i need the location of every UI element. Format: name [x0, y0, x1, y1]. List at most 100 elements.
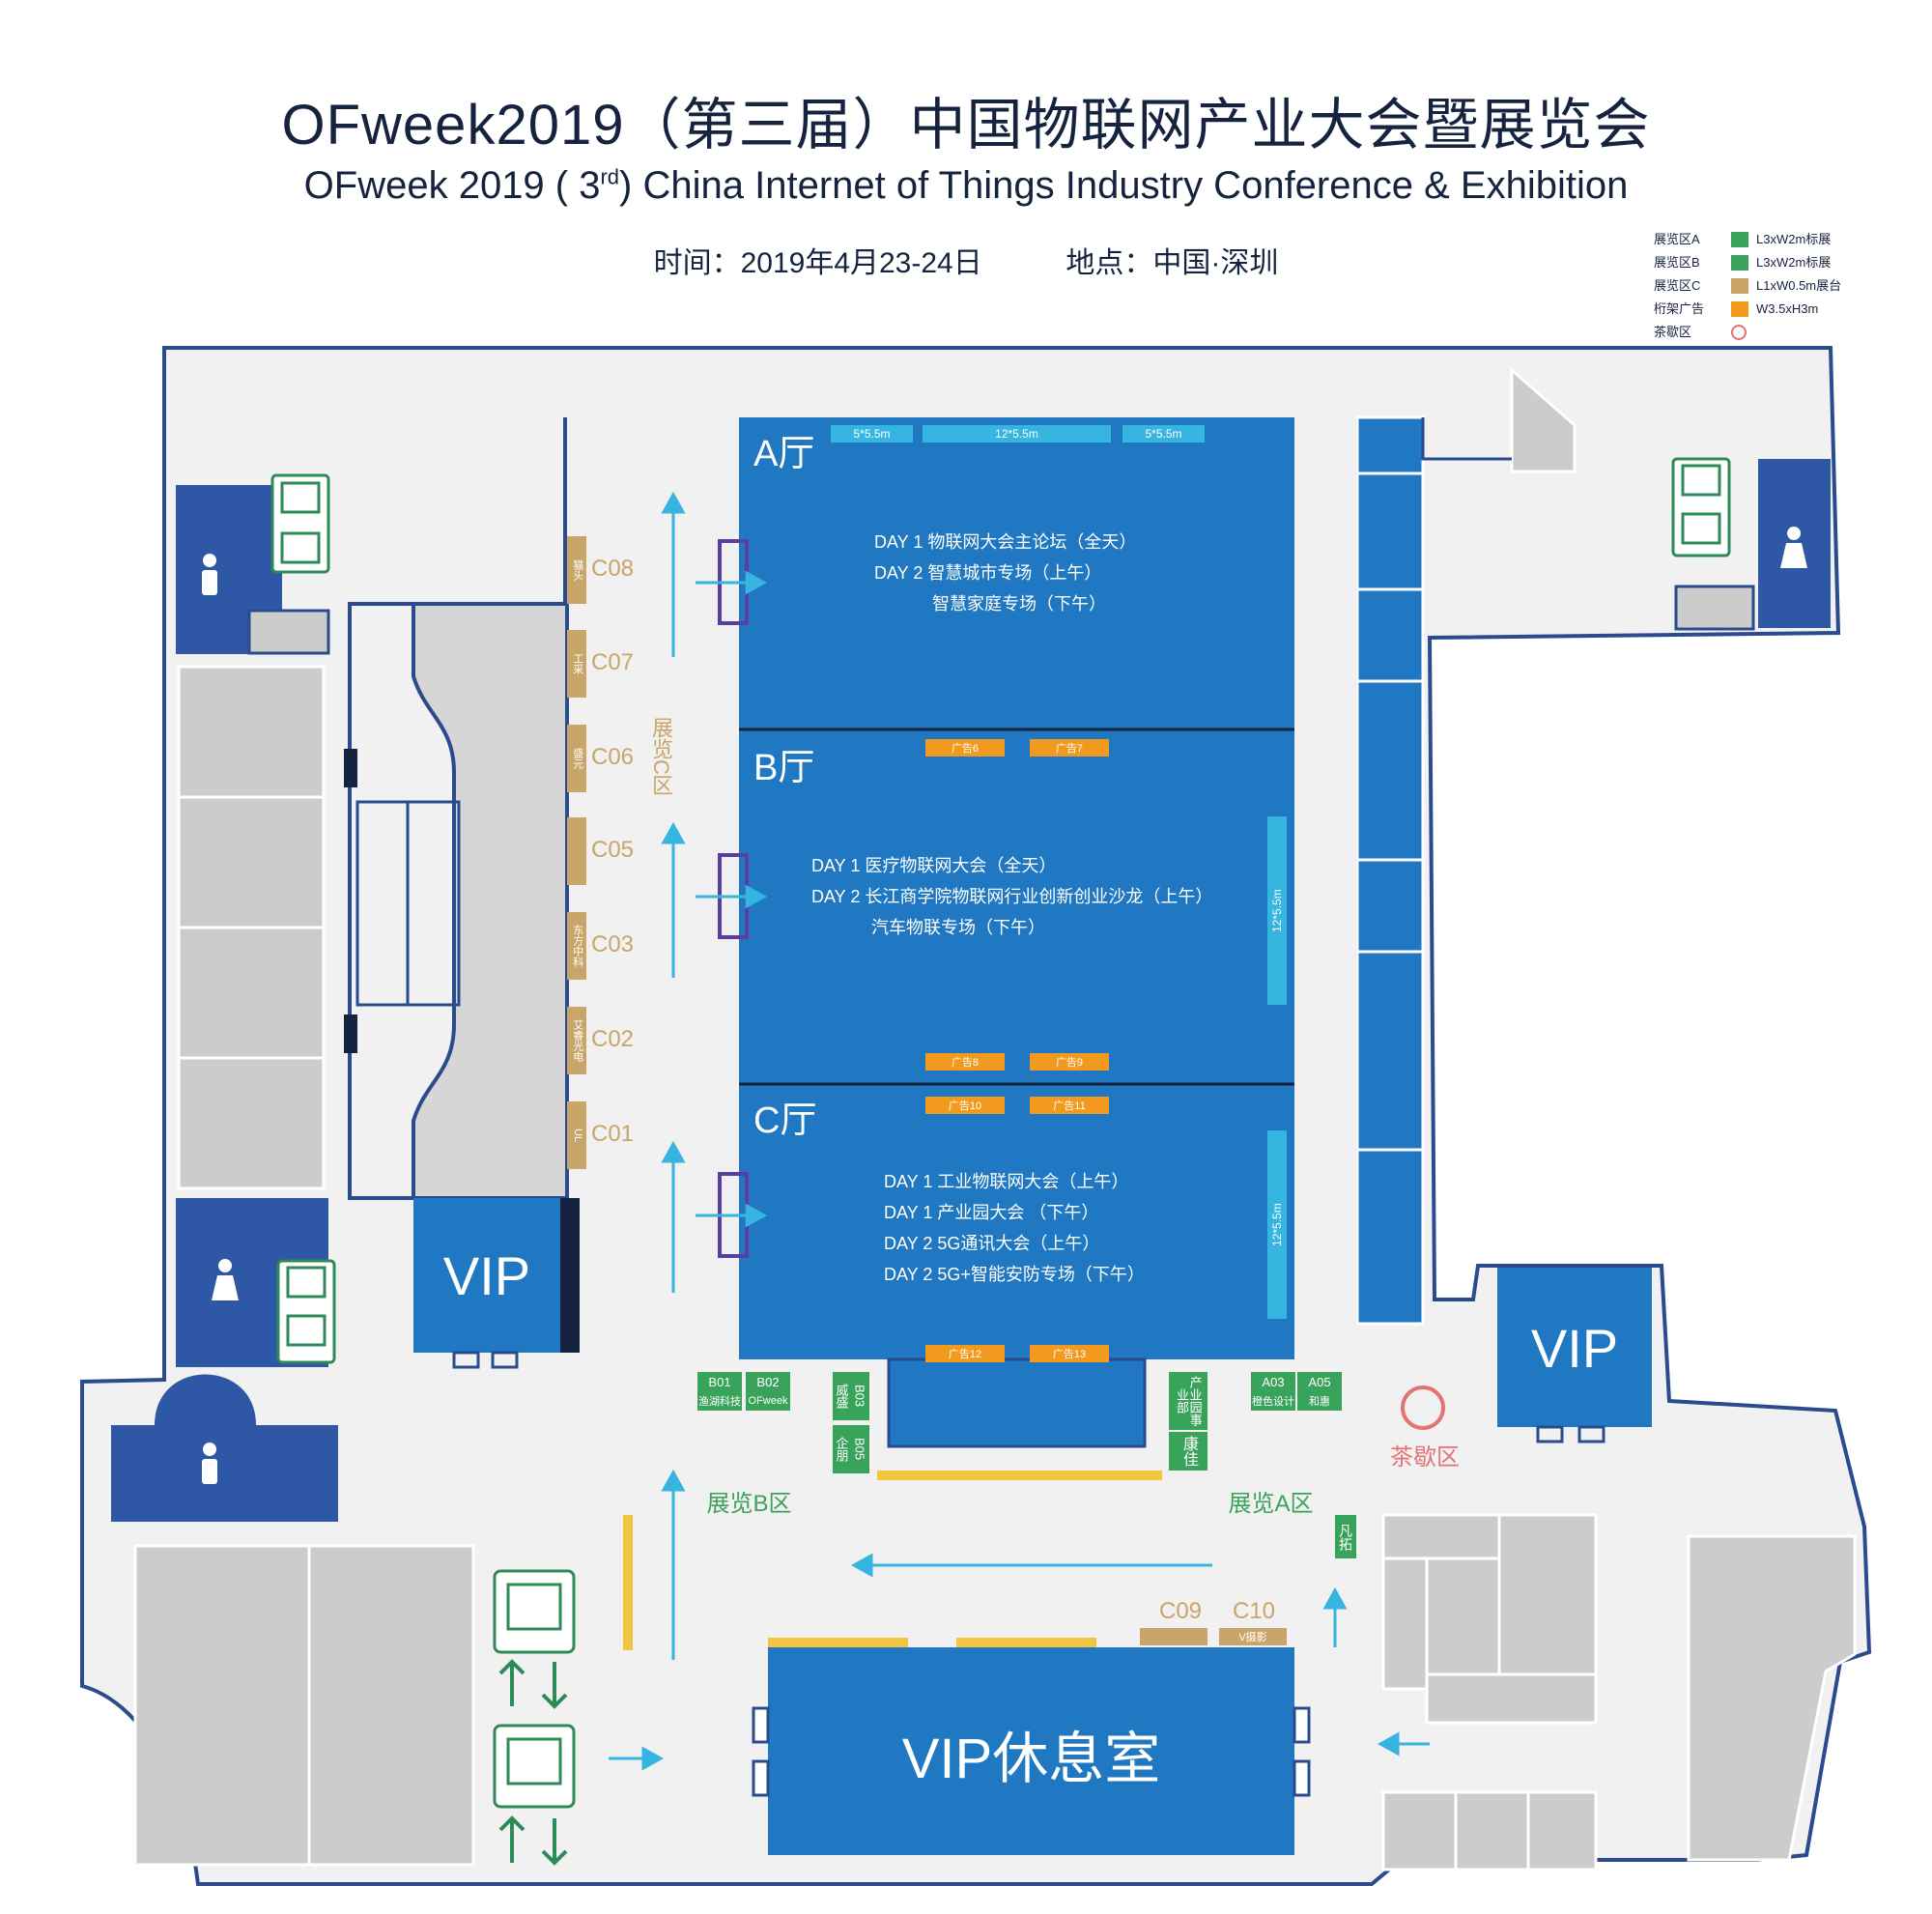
booth-name: 工采 — [567, 630, 586, 698]
booth-id: A05 — [1297, 1372, 1342, 1391]
ad-banner: 广告8 — [925, 1053, 1005, 1071]
booth-name: 盛元 — [567, 725, 586, 792]
booth-name — [567, 817, 586, 885]
booth-name: 渔湖科技 — [697, 1391, 742, 1411]
ad-banner: 广告6 — [925, 739, 1005, 757]
booth-name: 和惠 — [1297, 1391, 1342, 1411]
hall-name: C厅 — [753, 1100, 817, 1141]
right-blue-rooms — [1355, 415, 1425, 1326]
legend-label: 展览区B — [1654, 255, 1700, 270]
subtitle-pre: OFweek 2019 ( 3 — [303, 164, 601, 207]
booth-id: B02 — [746, 1372, 790, 1391]
page-subtitle: OFweek 2019 ( 3rd) China Internet of Thi… — [0, 164, 1932, 208]
legend-swatch — [1731, 232, 1748, 247]
legend-label: 桁架广告 — [1654, 301, 1705, 316]
legend-desc: L3xW2m标展 — [1756, 232, 1832, 246]
booth-name: 产业园事业部 — [1169, 1372, 1208, 1430]
legend-desc: L1xW0.5m展台 — [1756, 278, 1842, 293]
booth-name: 康佳 — [1169, 1432, 1208, 1471]
hall-block — [739, 417, 1357, 1448]
stair-block — [344, 602, 569, 1200]
booth-name: 橙色设计 — [1251, 1391, 1295, 1411]
vip-lounge-label: VIP休息室 — [901, 1728, 1161, 1790]
person-icon — [202, 527, 1807, 1484]
session-text: DAY 1 医疗物联网大会（全天） — [811, 856, 1057, 875]
vip-room — [413, 1198, 1652, 1443]
booth-name: UL — [567, 1101, 586, 1169]
event-info: 时间：2019年4月23-24日 地点：中国·深圳 — [0, 239, 1932, 281]
booth-name — [1140, 1628, 1208, 1645]
vip-room-label: VIP — [1530, 1317, 1619, 1379]
vip-room-label: VIP — [442, 1244, 531, 1306]
session-text: DAY 1 工业物联网大会（上午） — [884, 1172, 1129, 1191]
ad-banner: 广告12 — [925, 1345, 1005, 1362]
booth-name: 东方中科 — [567, 912, 586, 980]
session-text: 汽车物联专场（下午） — [871, 918, 1045, 937]
screen-label: 5*5.5m — [853, 427, 891, 441]
legend-swatch — [1731, 301, 1748, 317]
ad-banner: 广告10 — [925, 1097, 1005, 1114]
ad-banner: 广告13 — [1030, 1345, 1109, 1362]
session-text: DAY 2 智慧城市专场（上午） — [874, 563, 1102, 583]
legend-label: 茶歇区 — [1654, 325, 1692, 339]
booth-name: 猫头 — [567, 536, 586, 604]
legend-desc: W3.5xH3m — [1756, 301, 1819, 316]
map-legend: 展览区A L3xW2m标展 展览区B L3xW2m标展 展览区C L1xW0.5m展台… — [1654, 229, 1876, 345]
right-wall — [1421, 417, 1512, 461]
session-text: DAY 1 物联网大会主论坛（全天） — [874, 532, 1137, 552]
left-service-rooms — [133, 665, 475, 1867]
session-text: DAY 1 产业园大会 （下午） — [884, 1203, 1099, 1222]
legend-label: 展览区A — [1654, 232, 1700, 246]
screen-label: 12*5.5m — [995, 427, 1038, 441]
booth-name: 企朋 — [833, 1425, 850, 1473]
vip-lounge — [752, 1647, 1311, 1855]
booth-id: C08 — [591, 556, 635, 582]
zone-label: 展览B区 — [706, 1490, 792, 1516]
booth-id: B03 — [850, 1372, 869, 1420]
booth-name: 威盛 — [833, 1372, 850, 1420]
booth-id: C10 — [1232, 1598, 1276, 1624]
zone-label: 展览C区 — [649, 717, 673, 796]
booth-id: C05 — [591, 837, 635, 863]
legend-swatch — [1731, 278, 1748, 294]
hall-name: A厅 — [753, 433, 815, 474]
subtitle-sup: rd — [600, 164, 620, 189]
booth-id: C03 — [591, 931, 635, 957]
session-text: 智慧家庭专场（下午） — [932, 594, 1106, 614]
legend-label: 展览区C — [1654, 278, 1701, 293]
truss-bar — [623, 1471, 1162, 1650]
ad-banner: 广告9 — [1030, 1053, 1109, 1071]
ad-banner: 广告11 — [1030, 1097, 1109, 1114]
event-place: 地点：中国·深圳 — [1065, 247, 1279, 279]
screen-label: 12*5.5m — [1270, 889, 1284, 932]
hall-name: B厅 — [753, 747, 815, 788]
booth-id: C07 — [591, 649, 635, 675]
screen-label: 12*5.5m — [1270, 1203, 1284, 1246]
legend-desc: L3xW2m标展 — [1756, 255, 1832, 270]
restrooms — [111, 459, 1831, 1522]
ad-banner: 广告7 — [1030, 739, 1109, 757]
booth-id: B05 — [850, 1425, 869, 1473]
session-text: DAY 2 长江商学院物联网行业创新创业沙龙（上午） — [811, 887, 1213, 906]
flow-arrow — [609, 491, 1430, 1771]
page-title: OFweek2019（第三届）中国物联网产业大会暨展览会 — [281, 94, 1651, 157]
booth-name: V摄影 — [1219, 1628, 1287, 1645]
elevator-arrows-icon — [498, 1659, 568, 1866]
booth-id: C09 — [1158, 1598, 1203, 1624]
tea-break-marker — [1401, 1386, 1445, 1430]
session-text: DAY 2 5G+智能安防专场（下午） — [884, 1265, 1145, 1284]
tea-break-label: 茶歇区 — [1390, 1443, 1460, 1470]
subtitle-post: ) China Internet of Things Industry Conf… — [619, 164, 1629, 207]
booth-id: C06 — [591, 744, 635, 770]
booth-name: 凡拓 — [1335, 1515, 1356, 1558]
right-service-rooms — [1381, 366, 1857, 1871]
legend-swatch-circle — [1731, 325, 1747, 340]
booth-id: C01 — [591, 1121, 635, 1147]
booth-name: 艾睿光电 — [567, 1007, 586, 1074]
zone-label: 展览A区 — [1228, 1490, 1314, 1516]
legend-swatch — [1731, 255, 1748, 271]
booth-id: A03 — [1251, 1372, 1295, 1391]
booth-name: OFweek — [746, 1391, 790, 1411]
booth-id: C02 — [591, 1026, 635, 1052]
